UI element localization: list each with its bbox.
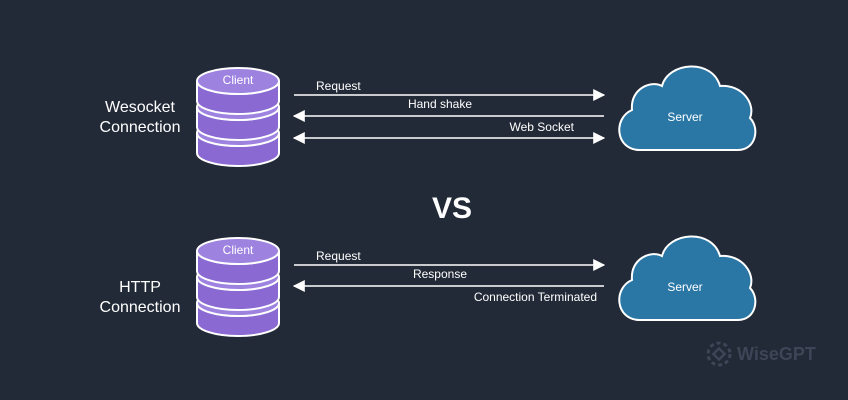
client-database-icon bbox=[196, 237, 280, 337]
section-http: HTTP Connection Client Request Response … bbox=[100, 235, 757, 337]
section-websocket: Wesocket Connection Client Request Hand … bbox=[100, 65, 757, 167]
message-label: Web Socket bbox=[510, 120, 575, 134]
message-label: Request bbox=[316, 79, 361, 93]
client-label: Client bbox=[223, 73, 254, 87]
section-title-line-2: Connection bbox=[100, 299, 181, 316]
message-label: Request bbox=[316, 249, 361, 263]
client-label: Client bbox=[223, 243, 254, 257]
message-label: Response bbox=[413, 267, 467, 281]
section-title-line-1: Wesocket bbox=[105, 99, 176, 116]
watermark: WiseGPT bbox=[706, 341, 816, 367]
watermark-text: WiseGPT bbox=[737, 344, 816, 364]
vs-label: VS bbox=[432, 192, 472, 225]
server-label: Server bbox=[667, 280, 702, 294]
server-cloud-icon bbox=[618, 235, 757, 321]
message-label: Hand shake bbox=[408, 97, 472, 111]
message-label: Connection Terminated bbox=[474, 290, 597, 304]
server-label: Server bbox=[667, 110, 702, 124]
wisegpt-logo-icon bbox=[706, 341, 732, 367]
section-title-line-2: Connection bbox=[100, 119, 181, 136]
section-title-line-1: HTTP bbox=[119, 279, 161, 296]
client-database-icon bbox=[196, 67, 280, 167]
server-cloud-icon bbox=[618, 65, 757, 151]
